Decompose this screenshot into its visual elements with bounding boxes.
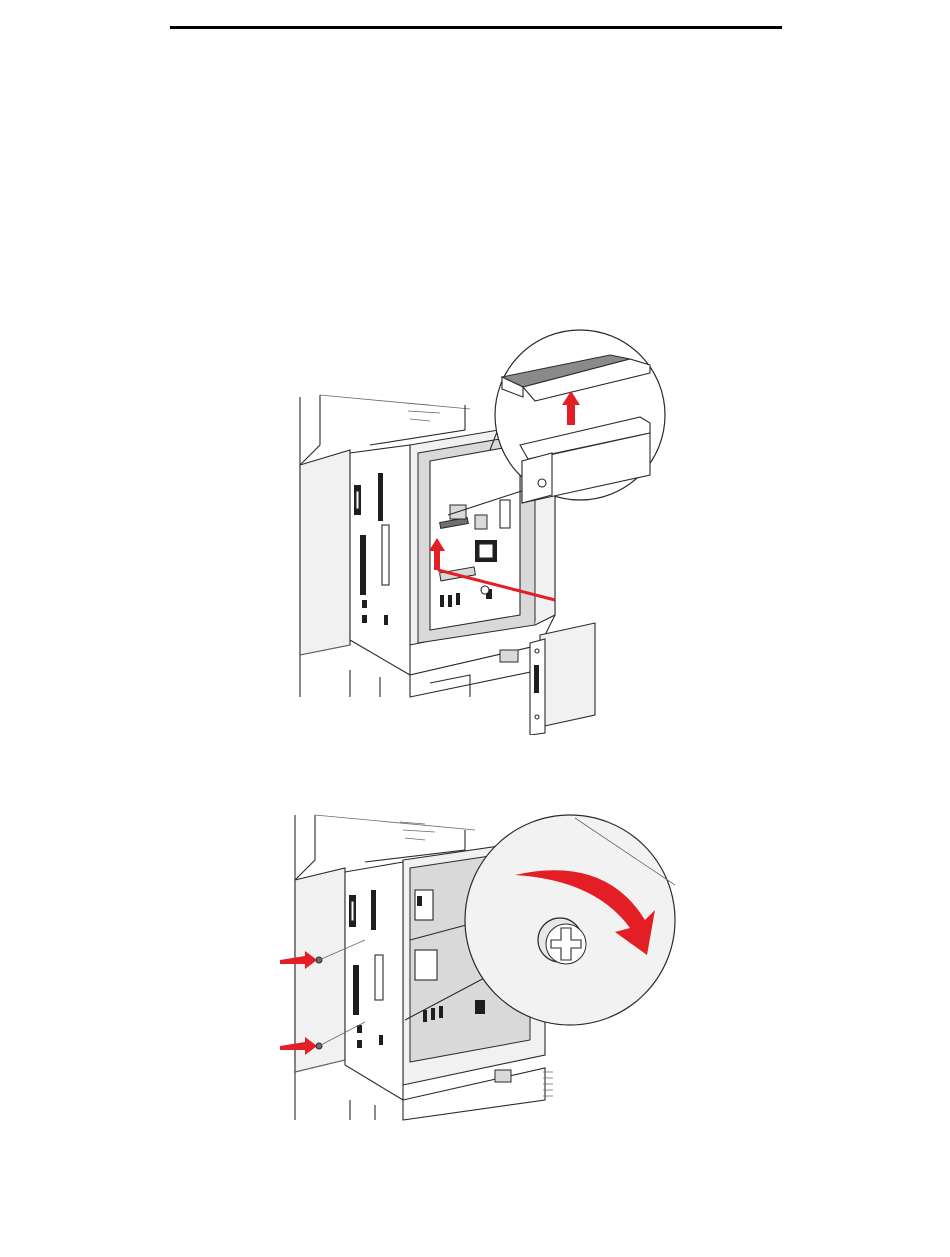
install-card-illustration: [290, 325, 680, 735]
header-rule: [170, 26, 782, 29]
tighten-screws-illustration: [275, 800, 680, 1125]
option-card: [530, 623, 595, 735]
